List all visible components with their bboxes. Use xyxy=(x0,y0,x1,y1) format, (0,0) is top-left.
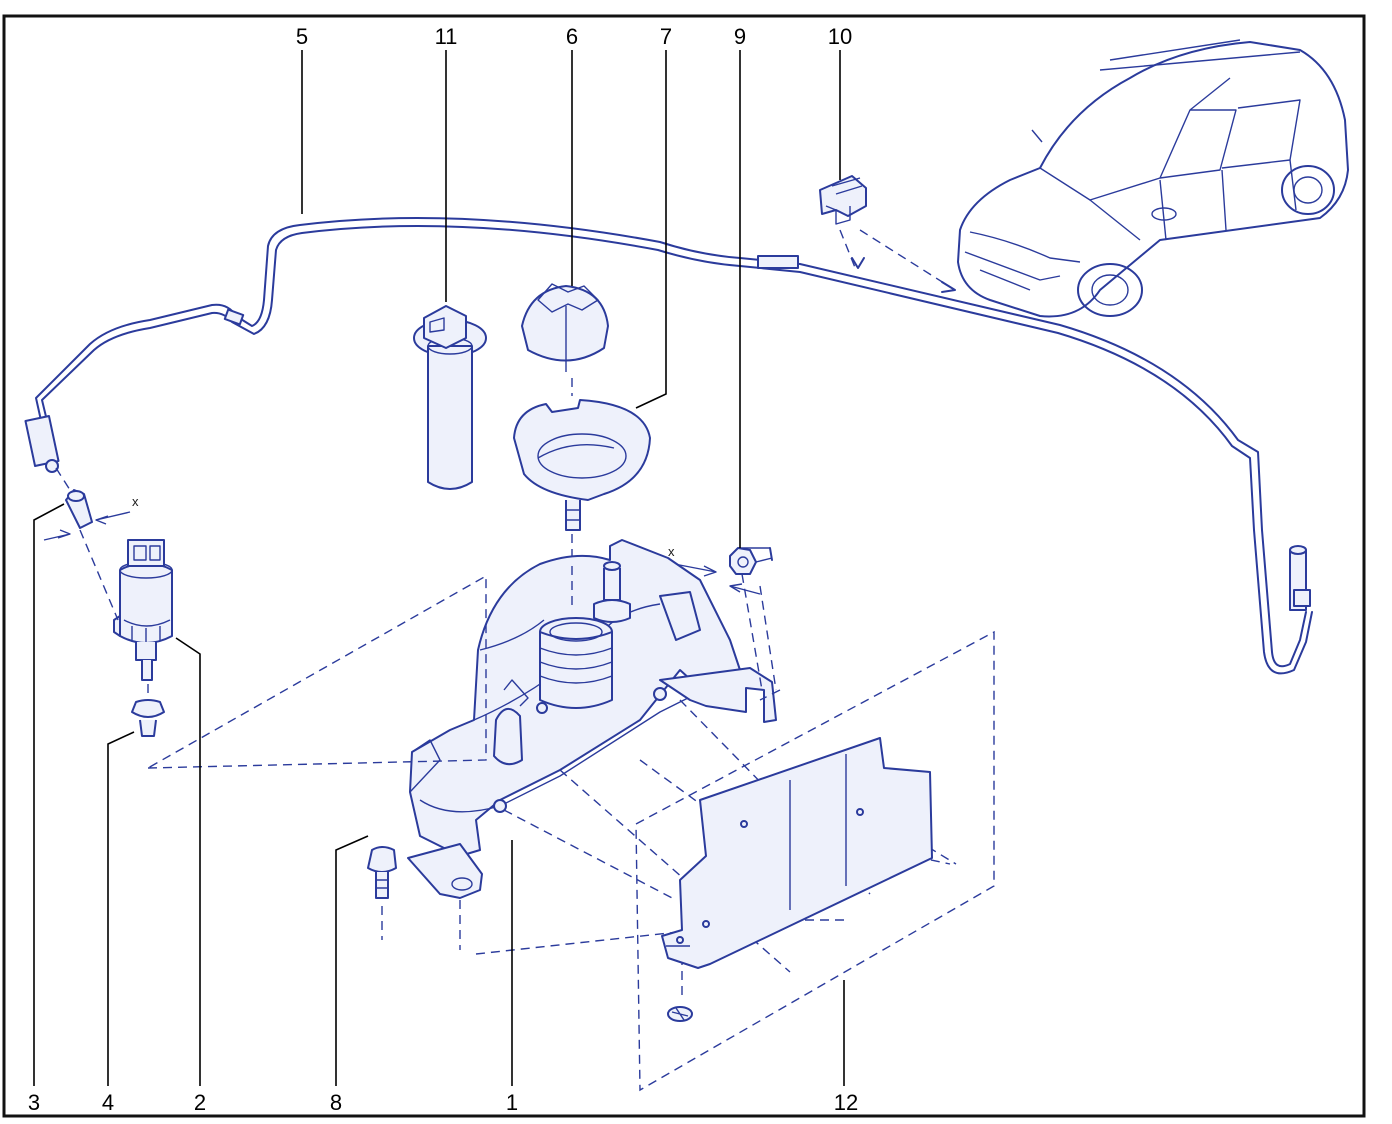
cap-6 xyxy=(521,283,609,396)
reservoir-1 xyxy=(407,539,777,950)
washer-pump-2 xyxy=(113,539,173,681)
hose-end-3 xyxy=(55,467,119,621)
callout-8: 8 xyxy=(330,1090,342,1115)
diagram-frame xyxy=(2,14,1366,1118)
callout-11: 11 xyxy=(435,24,458,49)
callout-6: 6 xyxy=(566,24,578,49)
dimension-x-left: x xyxy=(43,494,139,541)
callout-12: 12 xyxy=(834,1090,858,1115)
car-illustration xyxy=(957,39,1349,318)
dimension-label: x xyxy=(132,494,139,509)
callout-9: 9 xyxy=(734,24,746,49)
callout-3: 3 xyxy=(28,1090,40,1115)
callout-10: 10 xyxy=(828,24,852,49)
bolt-8 xyxy=(367,846,397,940)
connector-10 xyxy=(819,175,956,293)
shield-12 xyxy=(635,630,995,1092)
callout-5: 5 xyxy=(296,24,308,49)
washer-hose xyxy=(24,216,1313,675)
callout-4: 4 xyxy=(102,1090,114,1115)
filler-funnel-7 xyxy=(513,399,651,566)
callout-1: 1 xyxy=(506,1090,518,1115)
level-sensor-11 xyxy=(413,305,487,490)
nut-9 xyxy=(729,547,773,575)
clip-washer xyxy=(667,1006,693,1022)
callout-2: 2 xyxy=(194,1090,206,1115)
leader-lines xyxy=(33,50,845,1086)
grommet-4 xyxy=(131,684,165,737)
callout-labels: 5 11 6 7 9 10 3 4 2 8 1 12 xyxy=(28,24,858,1115)
dimension-label: x xyxy=(668,544,675,559)
callout-7: 7 xyxy=(660,24,672,49)
